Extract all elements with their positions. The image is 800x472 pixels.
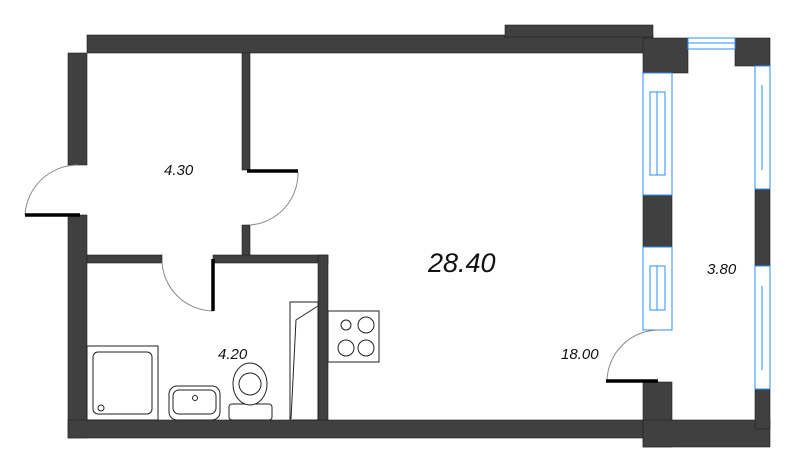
column-top xyxy=(642,37,689,74)
room-area-hallway: 4.30 xyxy=(164,162,194,179)
room-area-total: 18.00 xyxy=(561,346,599,363)
pier-middle xyxy=(642,194,673,248)
walls xyxy=(67,24,771,448)
bath-door-swing xyxy=(161,261,214,312)
wall-top-bump xyxy=(504,24,654,38)
doors xyxy=(24,164,661,383)
room-area-living: 28.40 xyxy=(428,248,496,278)
toilet-tank xyxy=(228,403,273,421)
shower-basin xyxy=(92,351,153,415)
balcony-corner xyxy=(734,37,771,67)
room-area-bathroom: 4.20 xyxy=(218,346,248,363)
shower-drain-icon xyxy=(97,404,105,412)
bath-wall-top-left xyxy=(86,254,163,264)
wall-top xyxy=(86,34,654,54)
entry-door-swing xyxy=(24,164,79,216)
balcony-bottom xyxy=(642,419,771,448)
wall-bottom xyxy=(67,419,649,439)
fixtures xyxy=(86,301,380,421)
wall-left-upper xyxy=(67,52,88,166)
wall-left-lower xyxy=(67,214,88,439)
hall-wall-lower xyxy=(241,224,251,258)
hall-wall-upper xyxy=(241,52,251,171)
bath-wall-top-right xyxy=(212,254,329,264)
room-area-balcony: 3.80 xyxy=(707,261,737,278)
balcony-door-swing xyxy=(606,329,661,382)
balcony-right-bottom xyxy=(754,388,771,430)
pier-right xyxy=(754,188,771,267)
windows xyxy=(642,37,771,390)
hall-door-swing xyxy=(249,171,299,226)
bath-wall-right xyxy=(317,254,329,421)
